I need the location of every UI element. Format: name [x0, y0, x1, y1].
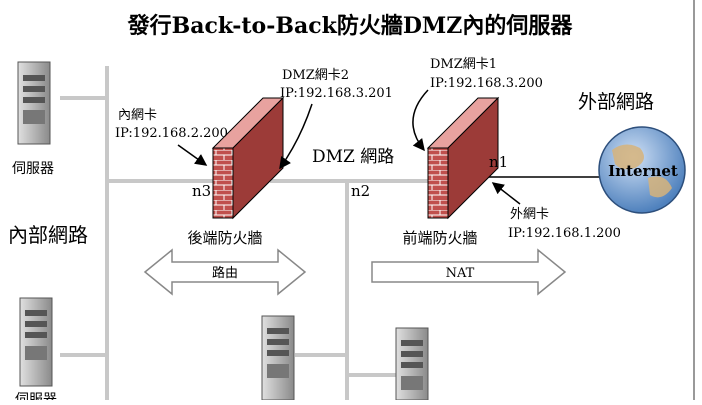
back-firewall-name: 後端防火牆: [187, 229, 262, 247]
internal-server-top: [17, 61, 51, 145]
internet-globe-icon: [598, 126, 686, 214]
internal-server-bottom: [19, 297, 53, 387]
routing-arrow-label: 路由: [212, 265, 238, 281]
internal-server-bottom-label: 伺服器: [15, 392, 57, 400]
dmz-server-2: [395, 327, 429, 401]
back-internal-nic-ip: IP:192.168.2.200: [115, 126, 228, 141]
back-internal-nic-pointer: [177, 144, 208, 166]
dmz-server-1: [261, 315, 295, 401]
external-network-label: 外部網路: [578, 91, 654, 113]
front-dmz-nic-pointer: [412, 89, 429, 152]
back-internal-nic-title: 內網卡: [118, 108, 157, 123]
network-lines: [60, 66, 430, 400]
internet-label: Internet: [608, 162, 678, 180]
internal-network-label: 內部網路: [8, 223, 88, 247]
dmz-network-label: DMZ 網路: [312, 147, 394, 167]
front-firewall-port-n1: n1: [489, 153, 508, 171]
routing-double-arrow-icon: [143, 248, 307, 296]
front-ext-nic-title: 外網卡: [510, 207, 549, 222]
nat-arrow-icon: [371, 248, 567, 296]
diagram-title: 發行Back-to-Back防火牆DMZ內的伺服器: [127, 13, 574, 39]
nat-arrow-label: NAT: [446, 266, 475, 281]
back-dmz-nic-ip: IP:192.168.3.201: [280, 86, 393, 101]
front-firewall-name: 前端防火牆: [402, 229, 477, 247]
back-firewall: [211, 96, 285, 220]
internal-server-top-label: 伺服器: [12, 161, 54, 177]
front-dmz-nic-ip: IP:192.168.3.200: [430, 76, 543, 91]
front-ext-nic-pointer: [491, 182, 521, 205]
front-firewall: [426, 96, 500, 220]
front-dmz-nic-title: DMZ網卡1: [430, 57, 497, 72]
front-firewall-port-n2: n2: [351, 182, 370, 200]
back-dmz-nic-title: DMZ網卡2: [282, 68, 349, 83]
back-dmz-nic-pointer: [279, 103, 313, 170]
front-ext-nic-ip: IP:192.168.1.200: [508, 226, 621, 241]
back-firewall-port-n3: n3: [192, 182, 211, 200]
